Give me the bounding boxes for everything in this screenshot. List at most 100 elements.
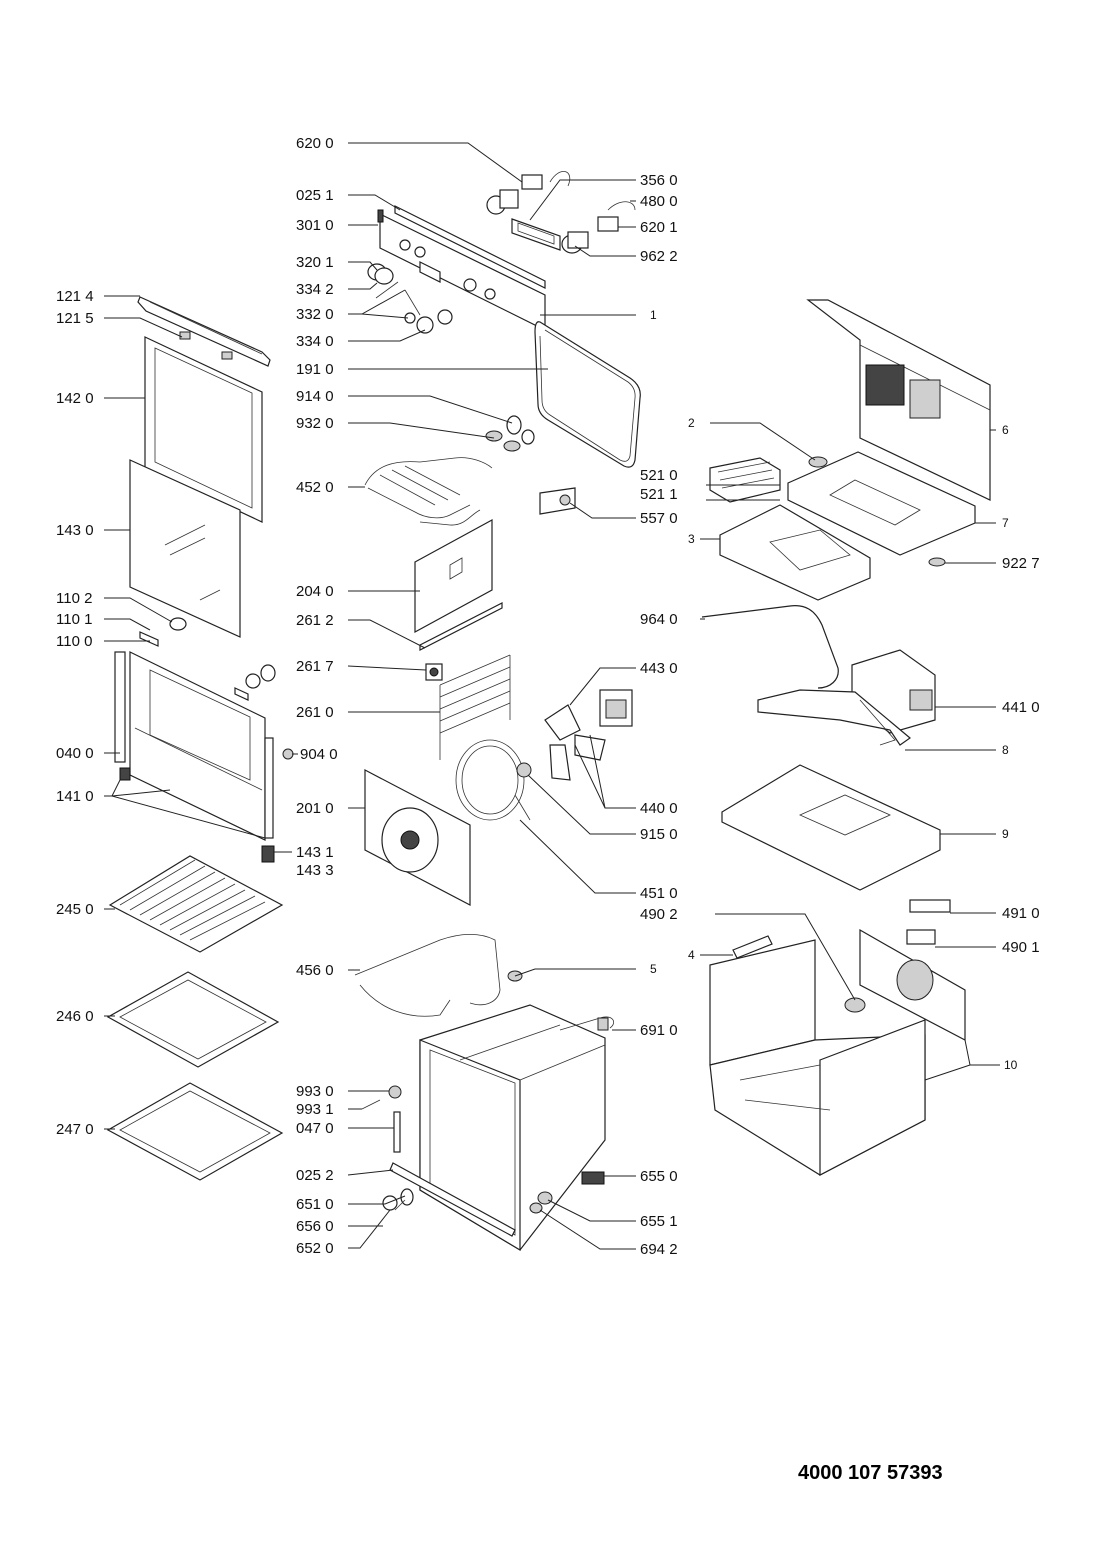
label-451-0: 451 0 — [640, 885, 678, 902]
fuse-4 — [732, 935, 773, 959]
label-557-0: 557 0 — [640, 510, 678, 527]
label-047-0: 047 0 — [296, 1120, 334, 1137]
label-8: 8 — [1002, 743, 1009, 757]
label-440-0: 440 0 — [640, 800, 678, 817]
knobs-651-656-652 — [382, 1188, 414, 1211]
label-245-0: 245 0 — [56, 901, 94, 918]
duct-8 — [757, 689, 911, 746]
label-656-0: 656 0 — [296, 1218, 334, 1235]
label-204-0: 204 0 — [296, 583, 334, 600]
label-356-0: 356 0 — [640, 172, 678, 189]
door-hinge-bars — [114, 651, 275, 863]
component-2 — [808, 456, 828, 468]
label-7: 7 — [1002, 516, 1009, 530]
label-452-0: 452 0 — [296, 479, 334, 496]
rear-panel-201-0 — [364, 769, 471, 906]
label-620-1: 620 1 — [640, 219, 678, 236]
label-964-0: 964 0 — [640, 611, 678, 628]
label-3: 3 — [688, 532, 695, 546]
washer-922-7 — [928, 557, 946, 567]
label-334-0: 334 0 — [296, 333, 334, 350]
label-6: 6 — [1002, 423, 1009, 437]
label-10: 10 — [1004, 1058, 1018, 1072]
door-seal-191-0 — [534, 321, 641, 468]
display-module-356-0 — [511, 218, 561, 251]
side-racks-261-0 — [439, 654, 511, 760]
label-142-0: 142 0 — [56, 390, 94, 407]
label-334-2: 334 2 — [296, 281, 334, 298]
lamp-sockets-620-0 — [486, 171, 571, 215]
label-301-0: 301 0 — [296, 217, 334, 234]
label-247-0: 247 0 — [56, 1121, 94, 1138]
fan-cover-261-7 — [425, 663, 443, 681]
label-922-7: 922 7 — [1002, 555, 1040, 572]
bottom-element-456-0 — [354, 933, 501, 1017]
label-025-1: 025 1 — [296, 187, 334, 204]
label-143-1: 143 1 — [296, 844, 334, 861]
label-620-0: 620 0 — [296, 135, 334, 152]
label-691-0: 691 0 — [640, 1022, 678, 1039]
label-993-1: 993 1 — [296, 1101, 334, 1118]
lamp-620-1 — [561, 201, 636, 254]
fan-motor-443-0 — [599, 689, 633, 727]
circular-element-451-0 — [455, 739, 531, 821]
oven-cavity — [419, 1004, 606, 1252]
label-110-2: 110 2 — [56, 590, 92, 607]
document-number: 4000 107 57393 — [798, 1462, 943, 1484]
label-1: 1 — [650, 308, 657, 322]
label-480-0: 480 0 — [640, 193, 678, 210]
door-sill-025-2 — [389, 1162, 516, 1237]
label-320-1: 320 1 — [296, 254, 334, 271]
label-040-0: 040 0 — [56, 745, 94, 762]
label-191-0: 191 0 — [296, 361, 334, 378]
label-141-0: 141 0 — [56, 788, 94, 805]
knobs-320-334 — [367, 263, 453, 334]
terminal-491-0 — [909, 899, 951, 913]
rear-cover-204-0 — [414, 518, 493, 634]
label-110-1: 110 1 — [56, 611, 92, 628]
parts-993-047 — [361, 1085, 402, 1153]
label-904-0: 904 0 — [300, 746, 338, 763]
leader-lines — [104, 142, 1000, 1250]
label-443-0: 443 0 — [640, 660, 678, 677]
label-490-1: 490 1 — [1002, 939, 1040, 956]
door-handle-121-4 — [137, 296, 271, 367]
wire-rack-245-0 — [108, 855, 284, 953]
tray-3 — [719, 504, 871, 601]
door-clips-121-5 — [179, 331, 233, 360]
housing-10 — [709, 939, 926, 1176]
label-491-0: 491 0 — [1002, 905, 1040, 922]
label-521-1: 521 1 — [640, 486, 678, 503]
pcb-521 — [709, 457, 781, 503]
label-932-0: 932 0 — [296, 415, 334, 432]
back-panel-6 — [806, 299, 991, 501]
deep-tray-247-0 — [106, 1082, 284, 1181]
label-025-2: 025 2 — [296, 1167, 334, 1184]
tray-246-0 — [106, 971, 280, 1068]
label-521-0: 521 0 — [640, 467, 678, 484]
label-655-1: 655 1 — [640, 1213, 678, 1230]
hinge-655-694 — [529, 1171, 605, 1214]
label-332-0: 332 0 — [296, 306, 334, 323]
plug-490-1 — [906, 929, 936, 945]
label-261-0: 261 0 — [296, 704, 334, 721]
door-inner-frame-142-0 — [144, 336, 263, 523]
label-651-0: 651 0 — [296, 1196, 334, 1213]
label-2: 2 — [688, 416, 695, 430]
lamp-cover-691-0 — [559, 1016, 614, 1031]
label-121-4: 121 4 — [56, 288, 94, 305]
rail-261-2 — [419, 602, 503, 651]
outer-door-panel — [129, 651, 266, 841]
label-652-0: 652 0 — [296, 1240, 334, 1257]
label-143-3: 143 3 — [296, 862, 334, 879]
label-143-0: 143 0 — [56, 522, 94, 539]
label-441-0: 441 0 — [1002, 699, 1040, 716]
label-246-0: 246 0 — [56, 1008, 94, 1025]
label-121-5: 121 5 — [56, 310, 94, 327]
label-915-0: 915 0 — [640, 826, 678, 843]
top-element-452-0 — [364, 457, 493, 526]
base-plate-9 — [721, 764, 941, 891]
part-labels: 121 4 121 5 142 0 143 0 1 10 2 110 1 110 … — [56, 135, 1040, 1258]
plug-904-0 — [282, 748, 294, 760]
